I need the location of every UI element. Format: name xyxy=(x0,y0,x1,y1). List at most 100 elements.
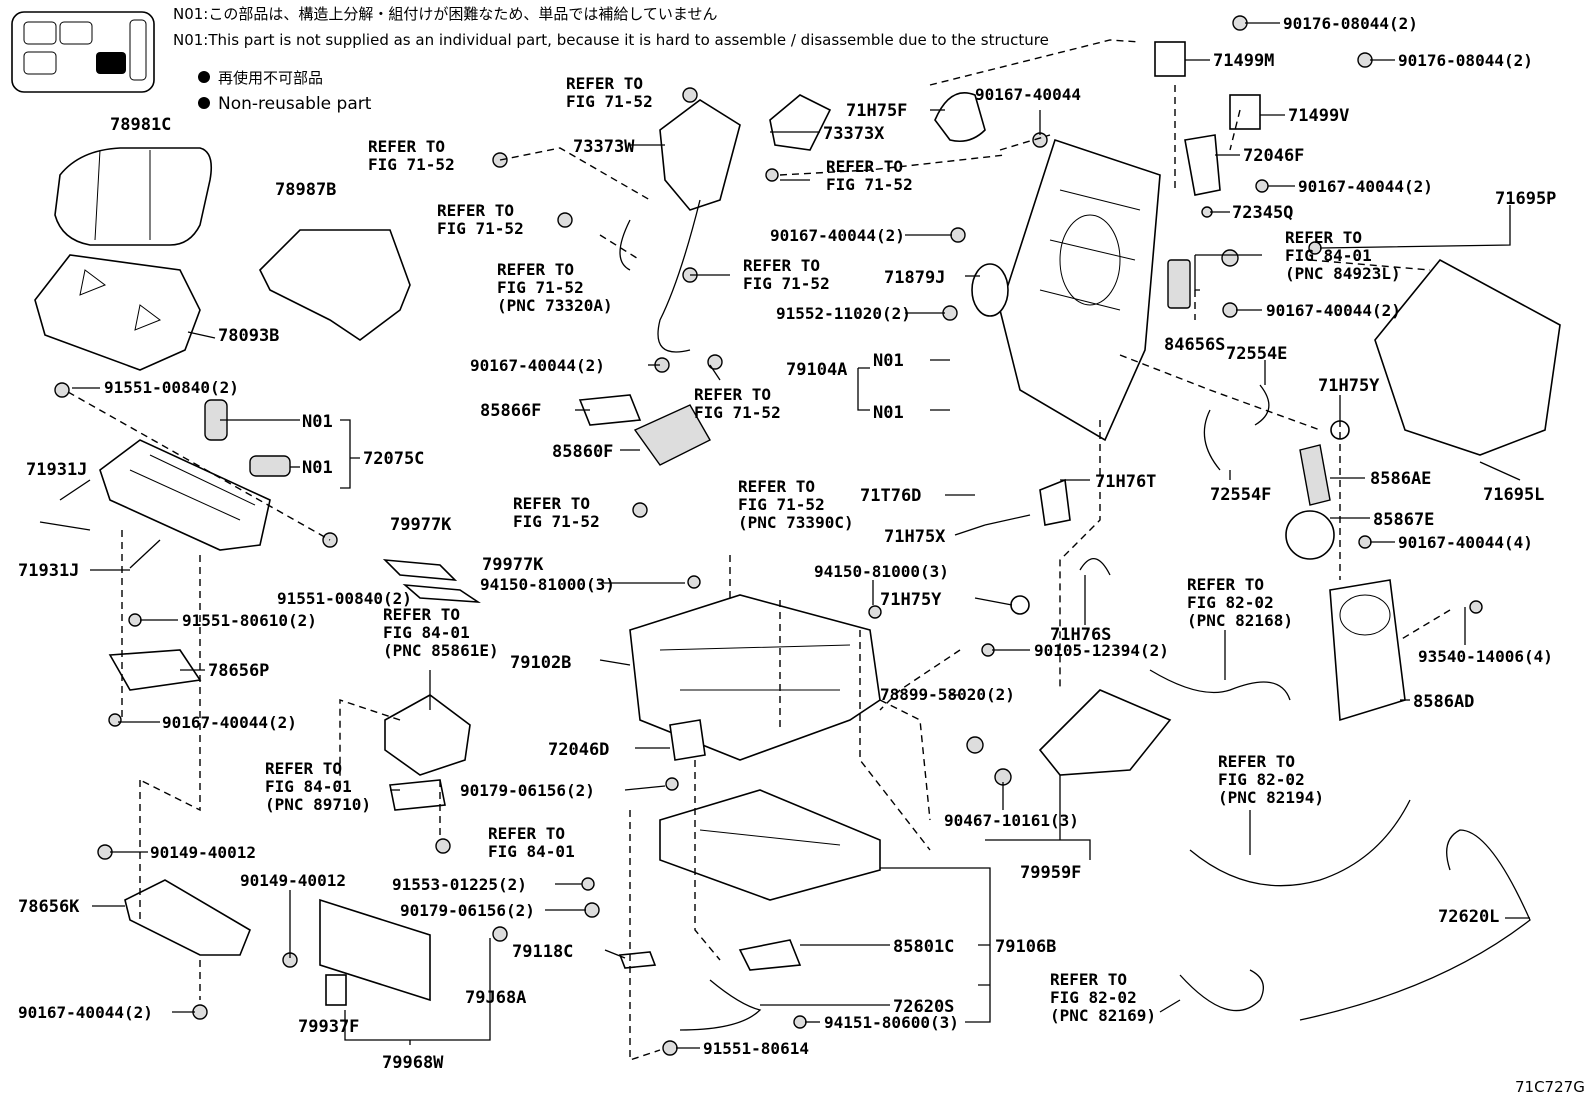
bracket-72046f-part xyxy=(1184,134,1221,196)
nonreusable-bullet-icon xyxy=(198,71,210,83)
refer-fig: FIG 71-52 xyxy=(566,92,653,111)
bracket-85866f-part xyxy=(578,394,642,426)
refer-block[interactable]: REFER TO FIG 71-52 xyxy=(743,256,830,293)
cover-71h75f-part xyxy=(934,92,986,143)
pad-79977k-part xyxy=(382,559,481,604)
harness-82169-part xyxy=(1179,969,1264,1012)
label-90176-08044-a: 90176-08044(2) xyxy=(1283,14,1418,33)
refer-line: REFER TO xyxy=(1050,970,1127,989)
label-n01-c: N01 xyxy=(873,351,904,371)
strip-72554e-part xyxy=(1254,384,1270,426)
label-72075c: 72075C xyxy=(363,449,424,469)
cable-72620s-part xyxy=(679,979,762,1031)
label-85801c: 85801C xyxy=(893,937,954,957)
assembly-lines xyxy=(67,39,1451,1061)
label-79968w: 79968W xyxy=(382,1053,444,1073)
refer-line: REFER TO xyxy=(513,494,590,513)
refer-pnc: (PNC 73320A) xyxy=(497,296,613,315)
label-90179-06156-a: 90179-06156(2) xyxy=(460,781,595,800)
refer-block[interactable]: REFER TO FIG 71-52 xyxy=(566,74,653,111)
bracket-73373x-part xyxy=(769,94,832,151)
refer-line: REFER TO xyxy=(738,477,815,496)
label-94150-81000-b: 94150-81000(3) xyxy=(814,562,949,581)
refer-line: REFER TO xyxy=(566,74,643,93)
refer-block[interactable]: REFER TO FIG 71-52 xyxy=(826,157,913,194)
label-90105-12394: 90105-12394(2) xyxy=(1034,641,1169,660)
label-8586ae: 8586AE xyxy=(1370,469,1431,489)
refer-fig: FIG 71-52 xyxy=(738,495,825,514)
label-71879j: 71879J xyxy=(884,268,945,288)
refer-fig: FIG 71-52 xyxy=(368,155,455,174)
refer-block[interactable]: REFER TO FIG 71-52 xyxy=(694,385,781,422)
module-8586ae-part xyxy=(1299,444,1331,506)
bracket-78656k-part xyxy=(124,879,251,956)
label-n01-b: N01 xyxy=(302,458,333,478)
harness-82194-part xyxy=(1189,799,1411,887)
refer-block[interactable]: REFER TO FIG 84-01 (PNC 85861E) xyxy=(383,605,499,660)
label-71695p: 71695P xyxy=(1495,189,1556,209)
refer-block[interactable]: REFER TO FIG 82-02 (PNC 82194) xyxy=(1218,752,1324,807)
note-n01-jp: N01:この部品は、構造上分解・組付けが困難なため、単品では補給していません xyxy=(173,5,717,23)
clip-71499m-part xyxy=(1154,41,1186,77)
refer-line: REFER TO xyxy=(488,824,565,843)
bracket-79118c-part xyxy=(618,951,657,969)
refer-block[interactable]: REFER TO FIG 84-01 (PNC 84923L) xyxy=(1285,228,1401,283)
refer-line: REFER TO xyxy=(826,157,903,176)
armrest-frame-part xyxy=(34,254,201,371)
refer-line: REFER TO xyxy=(1218,752,1295,771)
seat-switch-icon xyxy=(11,11,155,93)
refer-block[interactable]: REFER TO FIG 71-52 xyxy=(368,137,455,174)
refer-fig: FIG 82-02 xyxy=(1218,770,1305,789)
label-n01-a: N01 xyxy=(302,412,333,432)
refer-fig: FIG 71-52 xyxy=(694,403,781,422)
label-90167-40044-r2: 90167-40044(2) xyxy=(1266,301,1401,320)
refer-block[interactable]: REFER TO FIG 82-02 (PNC 82168) xyxy=(1187,575,1293,630)
ring-85867e-part xyxy=(1285,510,1335,560)
refer-block[interactable]: REFER TO FIG 71-52 xyxy=(513,494,600,531)
label-90149-40012-b: 90149-40012 xyxy=(240,871,346,890)
label-79j68a: 79J68A xyxy=(465,988,526,1008)
label-78656k: 78656K xyxy=(18,897,80,917)
armrest-cover-part xyxy=(259,229,411,341)
label-72046d: 72046D xyxy=(548,740,609,760)
label-71t76d: 71T76D xyxy=(860,486,921,506)
nonreusable-bullet-icon xyxy=(198,97,210,109)
label-78981c: 78981C xyxy=(110,115,171,135)
label-85866f: 85866F xyxy=(480,401,541,421)
refer-block[interactable]: REFER TO FIG 82-02 (PNC 82169) xyxy=(1050,970,1156,1025)
refer-pnc: (PNC 89710) xyxy=(265,795,371,814)
refer-block[interactable]: REFER TO FIG 71-52 (PNC 73390C) xyxy=(738,477,854,532)
label-90167-40044-top: 90167-40044 xyxy=(975,85,1081,104)
module-box-part xyxy=(319,898,431,1006)
ecu-89710-part xyxy=(389,779,446,811)
leader-lines xyxy=(59,22,1530,1049)
refer-pnc: (PNC 82169) xyxy=(1050,1006,1156,1025)
refer-block[interactable]: REFER TO FIG 84-01 xyxy=(488,824,575,861)
refer-fig: FIG 71-52 xyxy=(513,512,600,531)
refer-fig: FIG 71-52 xyxy=(497,278,584,297)
fastener-icons xyxy=(54,15,1483,1056)
refer-block[interactable]: REFER TO FIG 84-01 (PNC 89710) xyxy=(265,759,371,814)
label-71695l: 71695L xyxy=(1483,485,1544,505)
module-85860f-part xyxy=(633,404,711,466)
label-91553-01225: 91553-01225(2) xyxy=(392,875,527,894)
label-90167-40044-r1: 90167-40044(2) xyxy=(1298,177,1433,196)
bracket-71h76t-part xyxy=(1039,478,1071,526)
board-71695l-part xyxy=(1374,258,1561,456)
label-90167-40044-left: 90167-40044(2) xyxy=(162,713,297,732)
harness-82168-part xyxy=(1149,669,1291,701)
label-79937f: 79937F xyxy=(298,1017,359,1037)
label-72345q: 72345Q xyxy=(1232,203,1293,223)
refer-block[interactable]: REFER TO FIG 71-52 xyxy=(437,201,524,238)
label-91551-00840-b: 91551-00840(2) xyxy=(277,589,412,608)
refer-line: REFER TO xyxy=(743,256,820,275)
label-71h75x: 71H75X xyxy=(884,527,946,547)
label-71h76t: 71H76T xyxy=(1095,472,1156,492)
strip-71h75x-part xyxy=(984,514,1031,526)
clip-71499v-part xyxy=(1229,94,1261,130)
cable-72620l-part xyxy=(1299,829,1531,1021)
label-n01-d: N01 xyxy=(873,403,904,423)
refer-pnc: (PNC 85861E) xyxy=(383,641,499,660)
refer-block[interactable]: REFER TO FIG 71-52 (PNC 73320A) xyxy=(497,260,613,315)
